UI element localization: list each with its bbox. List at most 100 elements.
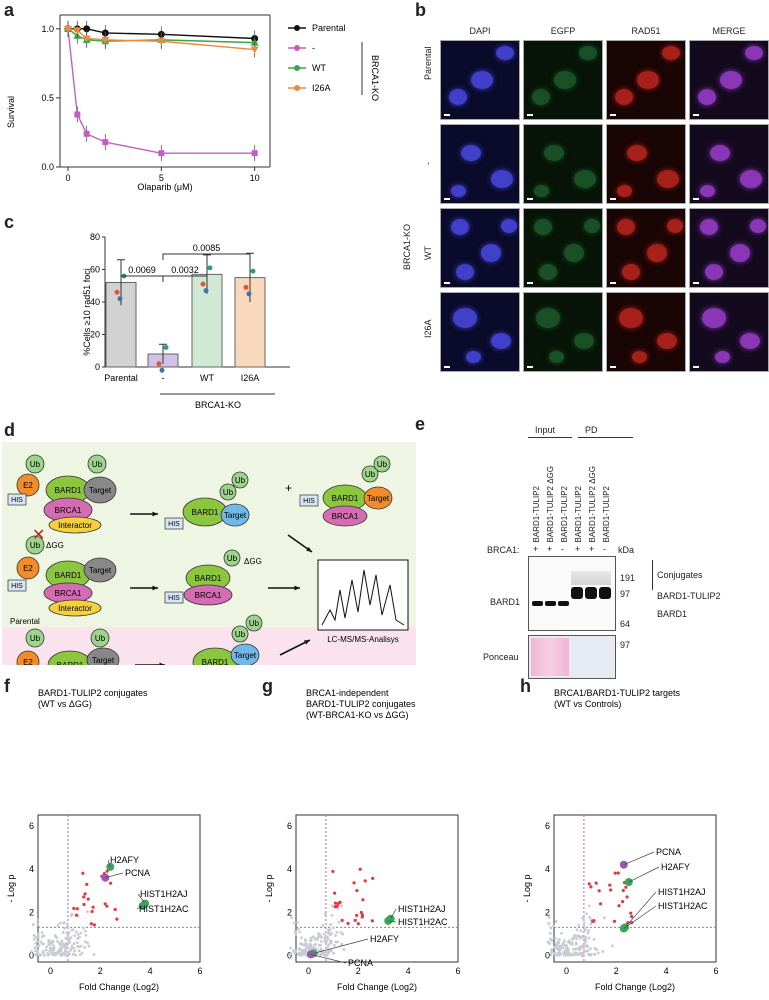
y-tick-label: 60 bbox=[90, 265, 100, 275]
ub-label: Ub bbox=[223, 488, 234, 497]
significant-point bbox=[81, 871, 85, 875]
significant-point bbox=[89, 922, 93, 926]
protein-point bbox=[557, 954, 561, 957]
protein-point bbox=[47, 943, 51, 947]
significant-point bbox=[105, 904, 109, 908]
protein-point bbox=[586, 931, 590, 935]
nucleus bbox=[534, 185, 549, 197]
significant-point bbox=[589, 885, 593, 889]
ms-spectrum bbox=[321, 569, 405, 626]
protein-point bbox=[70, 944, 74, 948]
protein-point bbox=[40, 931, 44, 934]
nucleus bbox=[750, 219, 766, 233]
y-tick-label: 0.5 bbox=[41, 93, 54, 103]
target-label: Target bbox=[89, 566, 112, 575]
arrow-head bbox=[304, 640, 310, 645]
replicate-dot bbox=[200, 281, 206, 287]
nucleus bbox=[700, 219, 718, 235]
series-point bbox=[251, 150, 258, 157]
protein-point bbox=[33, 946, 37, 950]
band-input-2 bbox=[545, 601, 556, 606]
volcano-xlabel: Fold Change (Log2) bbox=[79, 982, 159, 992]
protein-point bbox=[78, 935, 81, 939]
protein-point bbox=[79, 931, 83, 935]
protein-point bbox=[51, 940, 55, 944]
panel-label-e: e bbox=[415, 414, 426, 434]
significant-point bbox=[629, 911, 633, 915]
protein-point bbox=[45, 945, 48, 949]
nucleus bbox=[730, 244, 750, 262]
col-header-egfp: EGFP bbox=[550, 26, 576, 36]
protein-point bbox=[301, 948, 305, 952]
significant-point bbox=[592, 918, 596, 923]
bard1-label: BARD1 bbox=[195, 574, 222, 583]
significant-point bbox=[621, 899, 625, 904]
legend-marker bbox=[294, 45, 300, 51]
significant-point bbox=[92, 923, 96, 927]
protein-point bbox=[555, 943, 559, 946]
protein-point bbox=[602, 916, 606, 920]
panel-label-h: h bbox=[520, 676, 531, 696]
brca1-signs: ++-++- bbox=[530, 544, 640, 556]
protein-point bbox=[585, 912, 588, 916]
x-tick-label: 6 bbox=[455, 966, 460, 976]
protein-point bbox=[296, 927, 300, 931]
protein-point bbox=[581, 916, 585, 920]
protein-point bbox=[582, 921, 586, 925]
protein-point bbox=[299, 952, 303, 956]
nucleus bbox=[698, 89, 716, 105]
protein-point bbox=[319, 943, 323, 947]
nucleus bbox=[657, 170, 679, 188]
blot-lane-label: BARD1-TULIP2 bbox=[574, 485, 583, 542]
hit-leader bbox=[310, 954, 347, 964]
protein-point bbox=[552, 924, 555, 928]
y-tick-label: 0 bbox=[95, 362, 100, 372]
nucleus bbox=[710, 145, 730, 161]
series-point bbox=[101, 36, 110, 44]
micro-tile bbox=[523, 40, 603, 120]
protein-point bbox=[564, 946, 568, 949]
protein-point bbox=[571, 953, 575, 957]
protein-point bbox=[92, 953, 96, 956]
volcano-ylabel: - Log p bbox=[264, 874, 274, 902]
significant-point bbox=[609, 888, 613, 892]
micro-tile bbox=[523, 124, 603, 204]
volcano-xlabel: Fold Change (Log2) bbox=[337, 982, 417, 992]
significant-point bbox=[333, 901, 338, 905]
ub bbox=[25, 535, 45, 555]
his-tag bbox=[299, 494, 319, 507]
protein-point bbox=[601, 950, 605, 953]
nucleus bbox=[534, 219, 552, 235]
ub bbox=[245, 614, 263, 632]
p-value: 0.0085 bbox=[193, 243, 221, 253]
protein-point bbox=[595, 948, 599, 952]
scale-bar bbox=[527, 282, 533, 284]
protein-point bbox=[30, 950, 33, 953]
series-point bbox=[83, 130, 90, 137]
protein-point bbox=[86, 910, 89, 914]
micro-tile bbox=[523, 292, 603, 372]
protein-point bbox=[574, 953, 578, 956]
protein-point bbox=[574, 941, 578, 945]
brca1 bbox=[183, 584, 233, 606]
y-tick-label: 6 bbox=[29, 821, 34, 831]
protein-point bbox=[63, 926, 67, 930]
protein-point bbox=[293, 930, 297, 934]
protein-point bbox=[317, 935, 320, 938]
volcano-h: BRCA1/BARD1-TULIP2 targets (WT vs Contro… bbox=[522, 688, 719, 992]
ub bbox=[231, 625, 249, 643]
pd-line bbox=[578, 437, 633, 438]
panel-label-c: c bbox=[4, 212, 15, 232]
protein-point bbox=[558, 948, 562, 952]
row-label-ponceau: Ponceau bbox=[483, 652, 519, 662]
brca1 bbox=[322, 505, 368, 527]
protein-point bbox=[41, 951, 45, 955]
replicate-dot bbox=[246, 291, 252, 297]
protein-point bbox=[592, 937, 596, 941]
panel-label-b: b bbox=[415, 0, 426, 20]
protein-point bbox=[582, 924, 586, 928]
protein-point bbox=[579, 929, 583, 933]
protein-point bbox=[294, 933, 298, 936]
hit-label: HIST1H2AJ bbox=[140, 889, 188, 899]
protein-point bbox=[548, 931, 552, 935]
